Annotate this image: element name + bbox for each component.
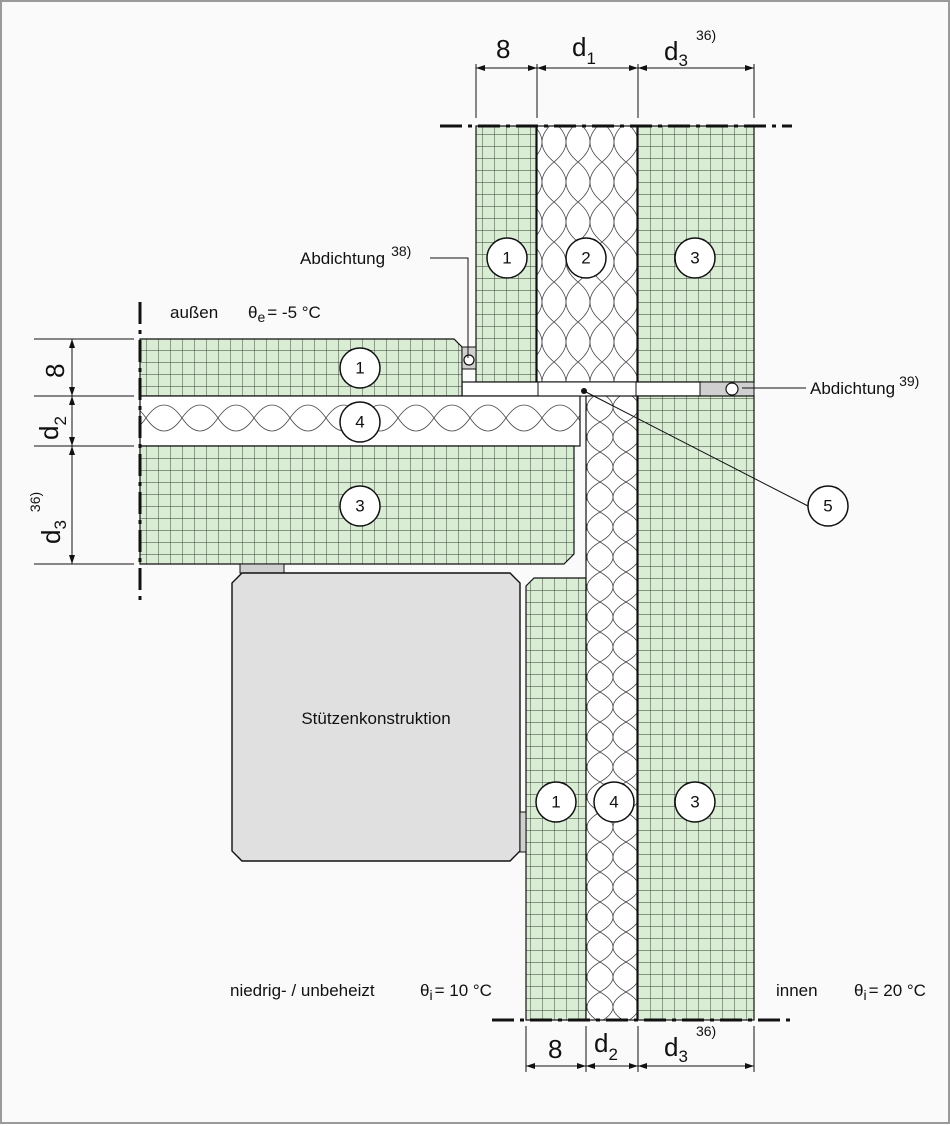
marker-3-lower: 3 — [674, 781, 716, 823]
dim-bottom-d2: d2 — [594, 1028, 618, 1064]
label-stuetzenkonstruktion: Stützenkonstruktion — [301, 709, 450, 728]
seal-39-ring — [725, 382, 739, 396]
joint-insulation-5 — [537, 381, 637, 397]
label-niedrig-temp: θi= 10 °C — [420, 981, 492, 1003]
svg-text:3: 3 — [690, 249, 699, 268]
marker-1-slab: 1 — [339, 347, 381, 389]
label-aussen-temp: θe= -5 °C — [248, 303, 321, 325]
leader-marker-5 — [583, 390, 809, 507]
svg-text:1: 1 — [551, 793, 560, 812]
label-innen-temp: θi= 20 °C — [854, 981, 926, 1003]
support-seal — [519, 811, 527, 853]
dim-bottom-d3: d336) — [664, 1023, 716, 1066]
lower-wall — [525, 395, 755, 1021]
label-aussen: außen — [170, 303, 218, 322]
support-construction — [231, 572, 521, 862]
marker-4-lower: 4 — [593, 781, 635, 823]
svg-text:3: 3 — [355, 497, 364, 516]
lower-layer-4-insulation — [585, 395, 638, 1021]
leader-dot-5 — [581, 388, 587, 394]
marker-2-top: 2 — [565, 237, 607, 279]
label-niedrig-unbeheizt: niedrig- / unbeheizt — [230, 981, 375, 1000]
dim-top-d1: d1 — [572, 32, 596, 68]
dim-left-d2: d2 — [34, 416, 70, 440]
dim-top-d3: d336) — [664, 27, 716, 70]
marker-3-slab: 3 — [339, 485, 381, 527]
svg-text:5: 5 — [823, 497, 832, 516]
svg-text:1: 1 — [502, 249, 511, 268]
dim-left-8: 8 — [40, 364, 70, 378]
support-bearing — [239, 563, 285, 574]
slab-layer-1 — [139, 338, 463, 397]
svg-text:2: 2 — [581, 249, 590, 268]
leader-abdichtung-38 — [430, 257, 469, 358]
svg-text:1: 1 — [355, 359, 364, 378]
svg-text:3: 3 — [690, 793, 699, 812]
dimensions-left — [34, 338, 134, 565]
svg-text:4: 4 — [609, 793, 618, 812]
dimensions-bottom — [525, 1026, 755, 1072]
svg-text:4: 4 — [355, 413, 364, 432]
marker-4-slab: 4 — [339, 401, 381, 443]
seal-38-ring — [463, 354, 475, 366]
marker-1-lower: 1 — [535, 781, 577, 823]
dimensions-top — [475, 64, 755, 118]
marker-3-top: 3 — [674, 237, 716, 279]
marker-5: 5 — [807, 485, 849, 527]
label-innen: innen — [776, 981, 818, 1000]
marker-1-top: 1 — [486, 237, 528, 279]
lower-layer-3 — [637, 395, 755, 1021]
dim-left-d3: d336) — [27, 492, 70, 544]
dim-top-8: 8 — [496, 34, 510, 64]
leader-lines — [430, 257, 809, 507]
dim-bottom-8: 8 — [548, 1034, 562, 1064]
break-lines — [138, 124, 792, 1022]
